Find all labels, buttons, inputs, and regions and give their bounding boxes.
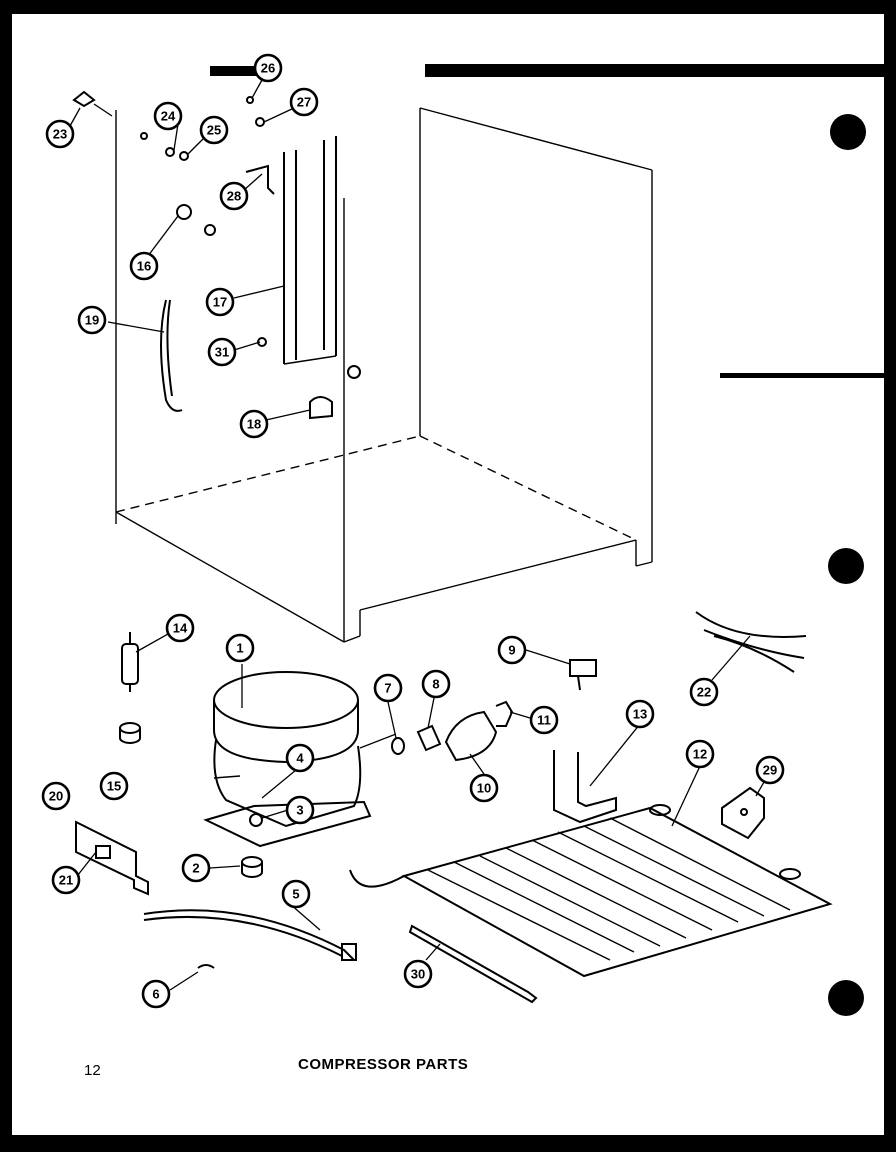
- drain-rail-part: [408, 924, 538, 1004]
- callout-29: 29: [755, 755, 785, 785]
- callout-16a: 16: [129, 251, 159, 281]
- page-title: COMPRESSOR PARTS: [298, 1056, 469, 1073]
- capacitor-part: [121, 632, 139, 692]
- callout-13: 13: [625, 699, 655, 729]
- callout-9: 9: [497, 635, 527, 665]
- callout-label: 16: [137, 259, 151, 274]
- rubber-foot-part: [241, 856, 263, 878]
- callout-15: 15: [99, 771, 129, 801]
- callout-6: 6: [141, 979, 171, 1009]
- compressor-part: [203, 671, 372, 848]
- cabinet-outline: [115, 107, 653, 643]
- callout-label: 12: [693, 747, 707, 762]
- callout-label: 23: [53, 127, 67, 142]
- punch-hole-bottom: [828, 980, 864, 1016]
- callout-14: 14: [165, 613, 195, 643]
- callout-27: 27: [289, 87, 319, 117]
- channel-part: [283, 136, 337, 365]
- grommet-part: [119, 722, 141, 744]
- callout-label: 14: [173, 621, 188, 636]
- callout-label: 21: [59, 873, 73, 888]
- callout-21: 21: [51, 865, 81, 895]
- callout-7: 7: [373, 673, 403, 703]
- callout-2: 2: [181, 853, 211, 883]
- callout-25: 25: [199, 115, 229, 145]
- callout-17: 17: [205, 287, 235, 317]
- callout-5: 5: [281, 879, 311, 909]
- punch-hole-top: [830, 114, 866, 150]
- callout-12: 12: [685, 739, 715, 769]
- callout-label: 20: [49, 789, 63, 804]
- callout-label: 25: [207, 123, 221, 138]
- condenser-coil-part: [349, 804, 833, 978]
- callout-label: 11: [537, 713, 551, 728]
- parts-sheet: [12, 14, 884, 1138]
- callout-30: 30: [403, 959, 433, 989]
- mounting-bracket-part: [75, 820, 149, 896]
- callout-19: 19: [77, 305, 107, 335]
- callout-4: 4: [285, 743, 315, 773]
- page-number: 12: [84, 1062, 101, 1079]
- leader-lines: [69, 79, 765, 991]
- scan-streak-small: [210, 66, 270, 76]
- callout-label: 4: [296, 751, 304, 766]
- callout-label: 30: [411, 967, 425, 982]
- callout-label: 28: [227, 189, 241, 204]
- callout-26a: 26: [253, 53, 283, 83]
- callout-label: 17: [213, 295, 227, 310]
- overload-relay-parts: [359, 700, 514, 762]
- discharge-tube-part: [143, 909, 357, 961]
- callout-label: 6: [152, 987, 159, 1002]
- callout-label: 31: [215, 345, 229, 360]
- scan-border-bottom: [0, 1135, 896, 1152]
- small-bracket-part: [721, 786, 765, 840]
- callout-label: 27: [297, 95, 311, 110]
- switch-part: [569, 659, 597, 691]
- callout-10: 10: [469, 773, 499, 803]
- callout-label: 7: [384, 681, 391, 696]
- callout-31: 31: [207, 337, 237, 367]
- callout-8: 8: [421, 669, 451, 699]
- callout-label: 22: [697, 685, 711, 700]
- callout-label: 1: [236, 641, 243, 656]
- callout-label: 15: [107, 779, 121, 794]
- callout-label: 9: [508, 643, 515, 658]
- callout-label: 19: [85, 313, 99, 328]
- punch-hole-middle: [828, 548, 864, 584]
- scan-streak-middle: [720, 373, 896, 378]
- callout-label: 2: [192, 861, 199, 876]
- wire-harness-part: [695, 611, 807, 673]
- callout-label: 29: [763, 763, 777, 778]
- callout-label: 26: [261, 61, 275, 76]
- callout-label: 13: [633, 707, 647, 722]
- callout-22: 22: [689, 677, 719, 707]
- callout-28: 28: [219, 181, 249, 211]
- clip-part: [197, 964, 215, 969]
- callout-24: 24: [153, 101, 183, 131]
- callout-23a: 23: [45, 119, 75, 149]
- callout-label: 8: [432, 677, 439, 692]
- callout-3: 3: [285, 795, 315, 825]
- callout-label: 18: [247, 417, 261, 432]
- callout-label: 5: [292, 887, 299, 902]
- scan-streak-top: [425, 64, 896, 77]
- condenser-bracket-part: [553, 750, 617, 824]
- callout-18: 18: [239, 409, 269, 439]
- callout-label: 24: [161, 109, 176, 124]
- callout-20: 20: [41, 781, 71, 811]
- callout-label: 10: [477, 781, 491, 796]
- callout-label: 3: [296, 803, 303, 818]
- callout-11: 11: [529, 705, 559, 735]
- callout-1: 1: [225, 633, 255, 663]
